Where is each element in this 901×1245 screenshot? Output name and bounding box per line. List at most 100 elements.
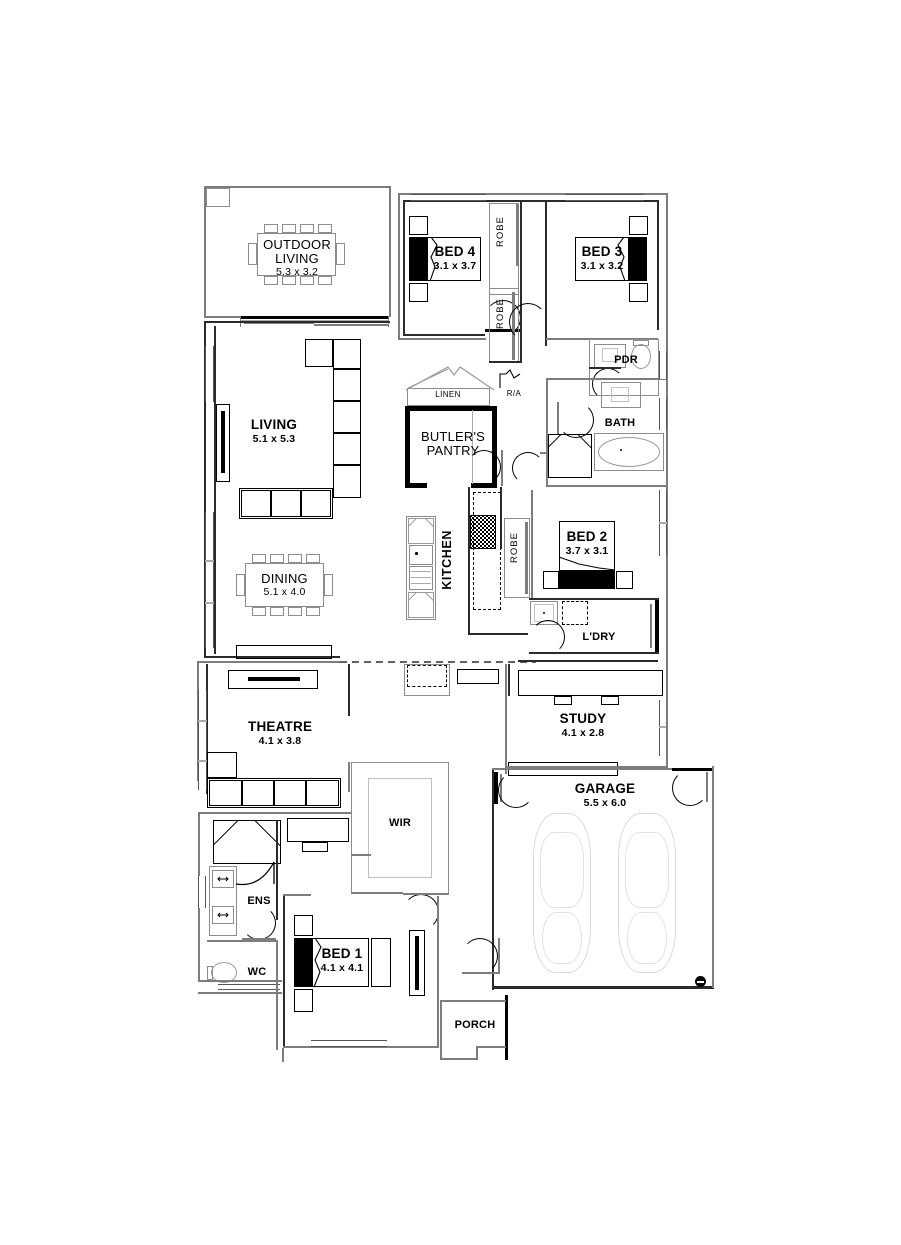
island-sink [409,545,433,565]
island-drawer-l3 [411,583,431,584]
garage-car-left [533,813,591,973]
bed3-quilt-fold [617,236,626,282]
wall-bed3-bottom [546,338,658,340]
ra-symbol [499,369,521,388]
bath-door-jamb [557,402,559,434]
wir-shelf-left [351,854,371,856]
garage-car-right [618,813,676,973]
slider-track [240,320,389,321]
living-sofa-seat-1 [241,490,271,517]
door-arc-wir [403,894,439,930]
living-lounge-seat-2 [333,369,361,401]
wall-main-left [204,321,206,658]
bed2-label: BED 2 3.7 x 3.1 [565,529,609,557]
dining-sideboard [236,645,332,659]
window-wc-bottom [218,984,280,990]
wall-robe-divider-left [520,200,522,363]
wall-porch-right [505,995,508,1060]
wall-bath-bottom [546,485,666,487]
wall-bed1-right [437,896,439,1048]
ldry-right-door-inner [650,604,652,648]
wall-bed4-left [403,200,405,336]
bed1-side-table-bottom [294,989,313,1012]
wall-porch-left [440,1000,442,1060]
island-x-bottom [408,592,434,618]
kitchen-wall-left [468,487,470,635]
study-desk-top [518,670,663,696]
living-sofa-seat-2 [271,490,301,517]
bed4-bed [427,237,481,281]
ens-door-jamb [242,938,276,940]
wall-study-bottom [505,766,667,768]
wall-living-top [204,321,390,323]
pdr-cistern [633,340,649,346]
dining-chair-l [236,574,245,596]
bed1-wardrobe-rail [415,936,419,990]
pdr-door-jamb [589,367,621,369]
bed2-pillow-r [587,572,614,588]
island-drawer-l1 [411,571,431,572]
pdr-basin [602,348,618,362]
window-bath-right [659,398,667,430]
robe-label-2: ROBE [495,298,506,329]
ldry-label: L'DRY [582,631,616,643]
study-chair-1 [554,696,572,705]
wall-porch-step [440,1058,476,1060]
outdoor-chair-b3 [300,276,314,285]
window-mullion-3 [659,522,667,524]
robe-3-box [504,518,530,598]
theatre-label: THEATRE 4.1 x 3.8 [248,719,313,747]
window-mullion-4 [198,720,207,722]
bath-vanity [601,382,641,408]
dining-chair-b1 [252,607,266,616]
bed3-bed [575,237,629,281]
hall-bath-jamb [540,452,548,454]
island-drawers [409,566,433,590]
island-tap [415,552,418,555]
ra-label: R/A [506,389,522,398]
dining-chair-t2 [270,554,284,563]
ens-basin-unit [209,866,237,936]
ens-basin-2 [212,906,234,924]
bed2-quilt-fold [558,556,616,571]
wall-theatre-to-ens [198,980,282,982]
window-ens [198,876,206,908]
outdoor-chair-b2 [282,276,296,285]
bed4-label: BED 4 3.1 x 3.7 [433,244,477,272]
garage-label: GARAGE 5.5 x 6.0 [574,781,636,809]
island-drawer-l2 [411,577,431,578]
pantry-wall-bottom-r [471,483,497,488]
wall-wir-bottom [351,892,403,894]
wc-label: WC [247,966,267,978]
garage-car-right-cabin [625,832,669,908]
window-pdr-right [659,351,667,379]
ens-shower [213,820,281,864]
garage-door-right-head [672,768,712,771]
ldry-right-door [655,600,659,652]
bed4-side-table-top [409,216,428,235]
bed3-label: BED 3 3.1 x 3.2 [580,244,624,272]
entry-door-jamb [498,938,500,974]
door-arc-hall-bath [512,452,544,484]
theatre-seat-4 [306,780,339,806]
robe3-door [525,522,528,594]
window-bed4-top [411,194,486,201]
living-lshape-top [305,339,333,367]
wall-bedwing-outer-top [398,193,667,195]
wc-toilet [211,962,237,983]
bed3-side-table-bottom [629,283,648,302]
wall-theatre-right [348,664,350,716]
bed3-pillow-bottom [630,259,646,280]
dining-label: DINING 5.1 x 4.0 [261,571,308,599]
outdoor-chair-l [248,243,257,265]
wall-bath-left [546,378,548,486]
pantry-wall-bottom-l [405,483,427,488]
pantry-wall-top [405,406,497,411]
bed1-label: BED 1 4.1 x 4.1 [320,946,364,974]
bath-tub [594,433,664,471]
door-arc-bath [558,402,594,438]
wall-porch-step-r [476,1046,478,1060]
entry-door-head [462,972,500,974]
bath-tub-inner [598,437,660,467]
